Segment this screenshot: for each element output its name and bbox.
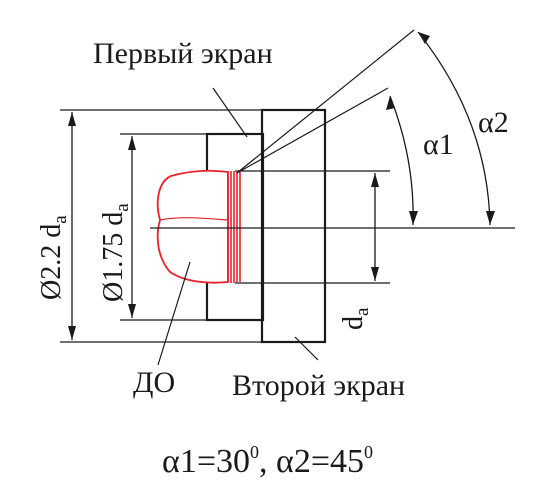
alpha1-arc xyxy=(386,95,418,226)
first-screen-label: Первый экран xyxy=(93,37,273,70)
dim-outer-line xyxy=(68,112,76,340)
dim-inner-label: Ø1.75 da xyxy=(98,203,133,302)
dim-outer-label: Ø2.2 da xyxy=(36,215,71,300)
extension-lines xyxy=(60,109,390,343)
second-screen-label: Второй экран xyxy=(232,369,405,402)
angle-rays xyxy=(236,29,415,174)
formula-label: α1=300, α2=450 xyxy=(162,442,373,480)
do-object xyxy=(156,169,241,284)
alpha1-label: α1 xyxy=(423,128,454,161)
dim-da-line xyxy=(371,173,379,281)
do-object-hatching xyxy=(227,171,241,283)
alpha2-label: α2 xyxy=(478,106,509,139)
do-label: ДО xyxy=(133,366,175,399)
dim-da-label: da xyxy=(338,307,373,330)
alpha2-arc xyxy=(417,31,495,226)
leader-lines xyxy=(157,87,319,366)
dim-inner-line xyxy=(128,136,136,318)
